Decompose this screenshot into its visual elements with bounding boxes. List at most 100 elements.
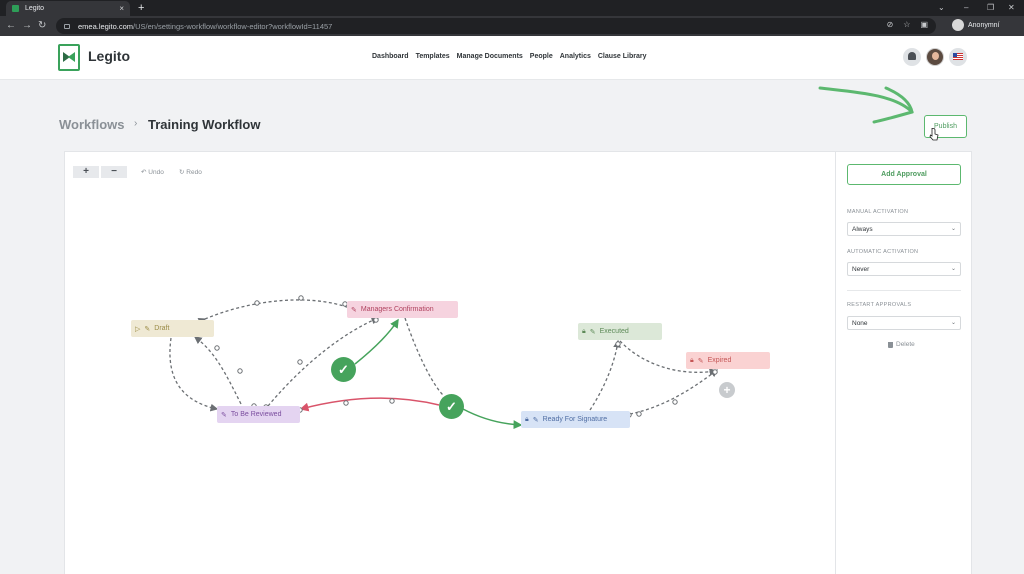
delete-button[interactable]: Delete (888, 341, 915, 348)
redo-button[interactable]: ↻ Redo (179, 168, 202, 176)
nav-templates[interactable]: Templates (415, 53, 450, 60)
automatic-activation-select[interactable]: Never ⌄ (847, 262, 961, 276)
restart-approvals-value: None (852, 319, 868, 327)
main-nav: Dashboard Templates Manage Documents Peo… (372, 53, 647, 60)
edge-ready-to-expired (629, 369, 719, 415)
pencil-icon: ✎ (697, 357, 704, 365)
pencil-icon: ✎ (144, 325, 151, 333)
url-path: /US/en/settings-workflow/workflow-editor… (133, 21, 333, 31)
edge-review-to-managers-dashed (267, 316, 380, 407)
chevron-down-icon: ⌄ (950, 266, 956, 272)
incognito-eye-icon[interactable]: ⊘ (886, 20, 894, 29)
play-icon: ▷ (135, 325, 141, 333)
tab-close-icon[interactable]: × (119, 4, 124, 13)
lock-icon: 🔒︎ (690, 356, 694, 364)
edge-approve-to-ready (462, 408, 523, 430)
automatic-activation-label: AUTOMATIC ACTIVATION (847, 249, 919, 255)
manual-activation-label: MANUAL ACTIVATION (847, 209, 909, 215)
node-draft[interactable]: ▷ ✎ Draft (131, 320, 214, 337)
back-icon[interactable]: ← (6, 20, 16, 31)
nav-analytics[interactable]: Analytics (559, 53, 591, 60)
user-avatar[interactable] (926, 48, 944, 66)
edge-draft-to-managers (197, 299, 351, 326)
brand-name: Legito (88, 48, 130, 64)
edge-handle (237, 368, 243, 374)
add-node-plus-icon[interactable]: + (719, 382, 735, 398)
annotation-arrow-icon (818, 86, 914, 124)
node-ready-for-signature[interactable]: 🔒︎ ✎ Ready For Signature (521, 411, 630, 428)
node-label: Ready For Signature (542, 416, 608, 423)
lock-icon (64, 23, 70, 29)
app-header: Legito Dashboard Templates Manage Docume… (0, 36, 1024, 80)
zoom-in-button[interactable]: + (73, 166, 99, 178)
edge-ready-to-executed (589, 339, 621, 411)
manual-activation-select[interactable]: Always ⌄ (847, 222, 961, 236)
tab-search-icon[interactable]: ⌄ (938, 3, 945, 12)
undo-button[interactable]: ↶ Undo (141, 168, 164, 176)
chevron-down-icon: ⌄ (950, 320, 956, 326)
page-title: Training Workflow (148, 117, 261, 132)
profile-chip[interactable]: Anonymní (952, 19, 1000, 31)
pencil-icon: ✎ (351, 306, 357, 314)
pencil-icon: ✎ (589, 328, 596, 336)
nav-clause-library[interactable]: Clause Library (597, 53, 647, 60)
edge-handle (298, 295, 304, 301)
incognito-avatar-icon (952, 19, 964, 31)
edge-handle (373, 317, 379, 323)
undo-label: Undo (148, 169, 164, 176)
close-window-icon[interactable]: ✕ (1008, 3, 1015, 12)
minimize-icon[interactable]: – (964, 3, 969, 12)
workflow-canvas[interactable]: + − ↶ Undo ↻ Redo (64, 151, 836, 574)
manual-activation-value: Always (852, 225, 873, 233)
nav-people[interactable]: People (529, 53, 553, 60)
legito-favicon-icon (12, 5, 19, 12)
edge-handle (636, 411, 642, 417)
maximize-icon[interactable]: ❐ (987, 3, 995, 12)
notification-bell-icon[interactable] (903, 48, 921, 66)
pencil-icon: ✎ (221, 411, 227, 419)
node-label: Managers Confirmation (360, 306, 434, 313)
browser-toolbar: ← → ↻ emea.legito.com /US/en/settings-wo… (0, 16, 1024, 36)
reload-icon[interactable]: ↻ (38, 20, 47, 31)
edge-draft-to-review (169, 337, 219, 412)
legito-logo[interactable] (58, 44, 80, 71)
restart-approvals-select[interactable]: None ⌄ (847, 316, 961, 330)
edge-handle (254, 300, 260, 306)
lock-icon: 🔒︎ (582, 327, 586, 335)
edge-reject-to-review (299, 397, 440, 412)
browser-tabbar: Legito × + ⌄ – ❐ ✕ (0, 0, 1024, 16)
automatic-activation-value: Never (852, 265, 870, 273)
breadcrumb-workflows[interactable]: Workflows (59, 117, 125, 132)
zoom-controls: + − (73, 166, 127, 178)
browser-tab[interactable]: Legito × (6, 1, 130, 16)
address-bar[interactable]: emea.legito.com /US/en/settings-workflow… (56, 18, 936, 34)
edge-approve-review-to-managers (354, 318, 399, 365)
nav-manage-documents[interactable]: Manage Documents (456, 53, 523, 60)
edge-handle (343, 400, 349, 406)
node-label: Expired (707, 357, 732, 364)
delete-label: Delete (896, 341, 915, 348)
nav-dashboard[interactable]: Dashboard (372, 53, 409, 60)
us-flag-icon[interactable] (949, 48, 967, 66)
edge-managers-to-ready (404, 317, 444, 396)
undo-icon: ↶ (141, 169, 147, 176)
node-managers-confirmation[interactable]: ✎ Managers Confirmation (347, 301, 458, 318)
bookmark-star-icon[interactable]: ☆ (903, 20, 911, 29)
trash-icon (888, 341, 893, 348)
sidebar-icon[interactable]: ▣ (920, 20, 928, 29)
node-to-be-reviewed[interactable]: ✎ To Be Reviewed (217, 406, 300, 423)
node-expired[interactable]: 🔒︎ ✎ Expired (686, 352, 770, 369)
redo-label: Redo (186, 169, 202, 176)
node-label: Draft (154, 325, 170, 332)
forward-icon[interactable]: → (22, 20, 32, 31)
edge-handle (297, 359, 303, 365)
breadcrumb-separator: › (134, 118, 138, 129)
node-executed[interactable]: 🔒︎ ✎ Executed (578, 323, 662, 340)
redo-icon: ↻ (179, 169, 185, 176)
zoom-out-button[interactable]: − (101, 166, 127, 178)
approval-check-icon[interactable]: ✓ (439, 394, 464, 419)
edge-handle (615, 341, 621, 347)
new-tab-button[interactable]: + (138, 2, 145, 14)
add-approval-button[interactable]: Add Approval (847, 164, 961, 185)
approval-check-icon[interactable]: ✓ (331, 357, 356, 382)
